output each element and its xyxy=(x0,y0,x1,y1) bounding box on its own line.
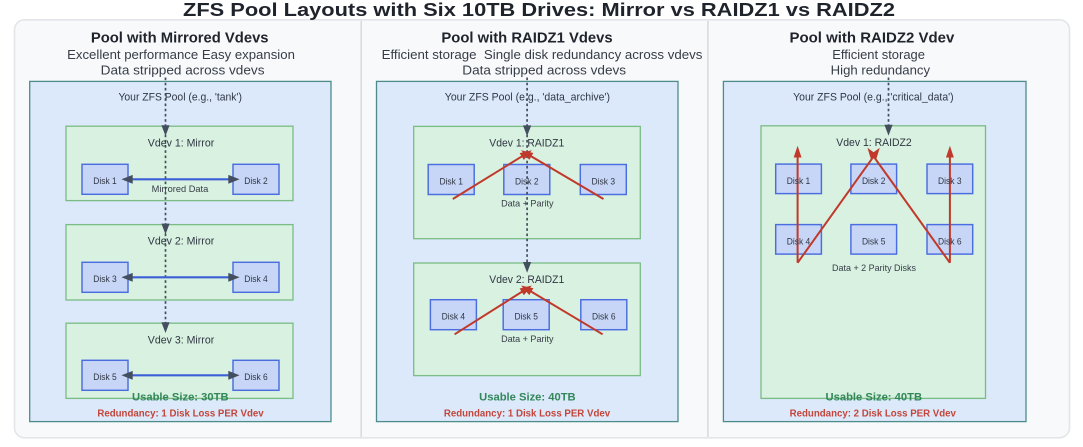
svg-text:Disk 3: Disk 3 xyxy=(93,274,117,284)
svg-text:Data + 2 Parity Disks: Data + 2 Parity Disks xyxy=(832,263,916,273)
svg-text:Data stripped across vdevs: Data stripped across vdevs xyxy=(462,62,626,77)
svg-text:Your ZFS Pool (e.g., 'tank'): Your ZFS Pool (e.g., 'tank') xyxy=(118,91,242,103)
svg-text:Pool with RAIDZ1 Vdevs: Pool with RAIDZ1 Vdevs xyxy=(441,31,612,47)
svg-text:Disk 6: Disk 6 xyxy=(244,372,268,382)
svg-text:Excellent performance Easy exp: Excellent performance Easy expansion xyxy=(67,47,295,62)
svg-text:Disk 5: Disk 5 xyxy=(862,236,886,246)
svg-text:Your ZFS Pool (e.g., 'critical: Your ZFS Pool (e.g., 'critical_data') xyxy=(793,91,954,103)
svg-text:Vdev 1: RAIDZ2: Vdev 1: RAIDZ2 xyxy=(836,137,912,149)
svg-text:Data + Parity: Data + Parity xyxy=(501,199,554,209)
svg-text:Data stripped across vdevs: Data stripped across vdevs xyxy=(101,62,265,77)
svg-text:Disk 6: Disk 6 xyxy=(938,236,962,246)
svg-text:Vdev 1: Mirror: Vdev 1: Mirror xyxy=(148,137,215,149)
svg-text:Vdev 2: Mirror: Vdev 2: Mirror xyxy=(148,236,215,248)
svg-text:Usable Size: 40TB: Usable Size: 40TB xyxy=(479,392,576,404)
svg-text:Disk 4: Disk 4 xyxy=(244,274,268,284)
svg-text:Your ZFS Pool (e.g., 'data_arc: Your ZFS Pool (e.g., 'data_archive') xyxy=(445,91,610,103)
svg-text:Redundancy: 2 Disk Loss PER Vd: Redundancy: 2 Disk Loss PER Vdev xyxy=(790,408,957,419)
svg-text:Pool with RAIDZ2 Vdev: Pool with RAIDZ2 Vdev xyxy=(790,31,956,47)
svg-text:Redundancy: 1 Disk Loss PER Vd: Redundancy: 1 Disk Loss PER Vdev xyxy=(444,408,611,419)
svg-text:Data + Parity: Data + Parity xyxy=(501,334,554,344)
svg-text:Efficient storage Single disk: Efficient storage Single disk redundancy… xyxy=(382,47,703,62)
svg-text:Disk 5: Disk 5 xyxy=(514,312,538,322)
svg-text:Disk 1: Disk 1 xyxy=(439,176,463,186)
svg-text:Disk 2: Disk 2 xyxy=(862,176,886,186)
svg-text:Efficient storage: Efficient storage xyxy=(832,47,925,62)
svg-text:Disk 1: Disk 1 xyxy=(787,176,811,186)
svg-text:Usable Size: 40TB: Usable Size: 40TB xyxy=(826,392,923,404)
svg-text:Disk 3: Disk 3 xyxy=(938,176,962,186)
svg-text:Redundancy: 1 Disk Loss PER Vd: Redundancy: 1 Disk Loss PER Vdev xyxy=(97,408,264,419)
svg-text:Disk 2: Disk 2 xyxy=(515,176,539,186)
svg-text:Usable Size: 30TB: Usable Size: 30TB xyxy=(132,392,229,404)
svg-text:Disk 6: Disk 6 xyxy=(592,312,616,322)
svg-text:Disk 2: Disk 2 xyxy=(244,176,268,186)
svg-text:Pool with Mirrored Vdevs: Pool with Mirrored Vdevs xyxy=(91,31,269,47)
svg-text:ZFS Pool Layouts with Six 10TB: ZFS Pool Layouts with Six 10TB Drives: M… xyxy=(183,0,895,20)
svg-text:High redundancy: High redundancy xyxy=(831,62,931,77)
svg-text:Disk 1: Disk 1 xyxy=(93,176,117,186)
svg-text:Disk 3: Disk 3 xyxy=(592,176,616,186)
svg-text:Vdev 2: RAIDZ1: Vdev 2: RAIDZ1 xyxy=(489,274,564,286)
svg-text:Disk 5: Disk 5 xyxy=(93,372,117,382)
svg-text:Disk 4: Disk 4 xyxy=(787,236,811,246)
svg-text:Mirrored Data: Mirrored Data xyxy=(152,184,209,194)
svg-text:Vdev 1: RAIDZ1: Vdev 1: RAIDZ1 xyxy=(489,138,564,150)
svg-text:Disk 4: Disk 4 xyxy=(442,312,466,322)
svg-text:Vdev 3: Mirror: Vdev 3: Mirror xyxy=(148,334,215,346)
